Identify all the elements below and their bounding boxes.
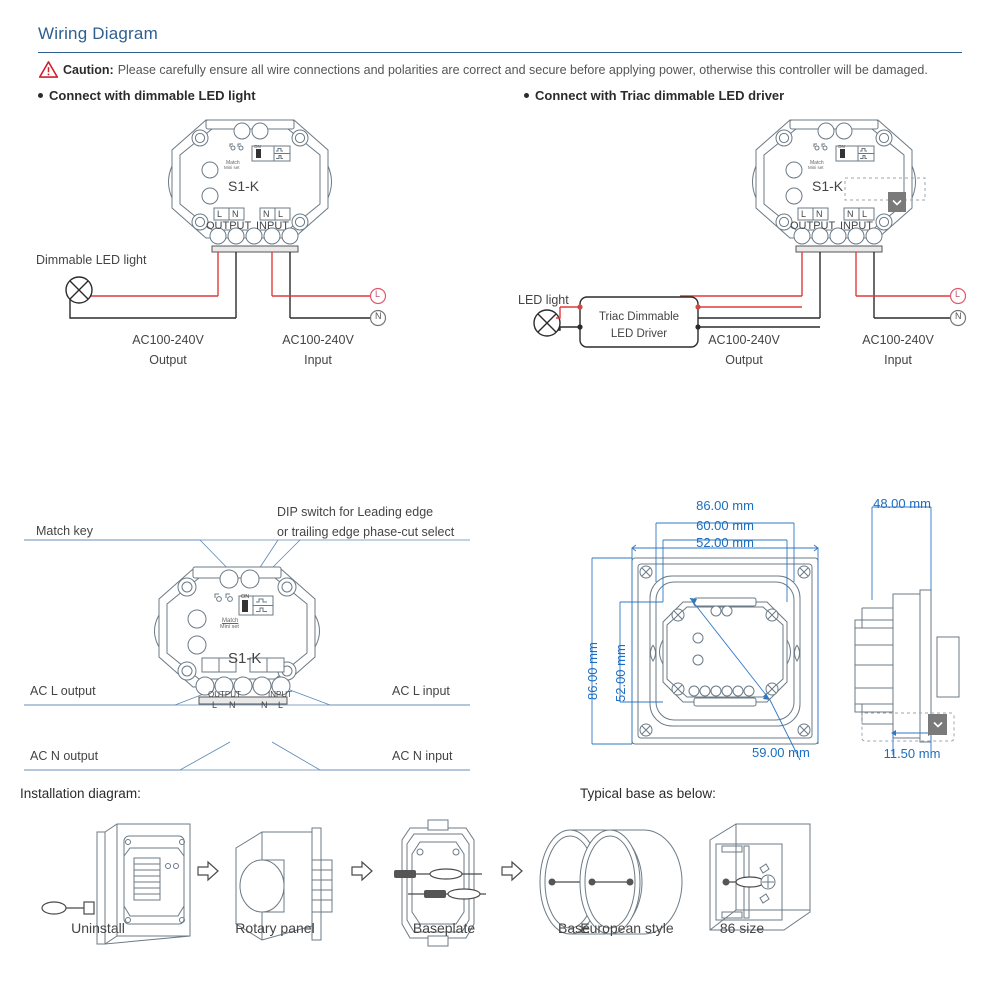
left-dip-match-label: Match	[226, 160, 240, 166]
right-dip-match-sub: Mini set	[808, 165, 824, 170]
dim-depth-total: 48.00 mm	[873, 496, 931, 511]
right-output-terminal-l: L	[801, 209, 807, 219]
left-input-group: INPUT	[256, 220, 289, 232]
warning-triangle-icon	[38, 61, 59, 78]
page-title: Wiring Diagram	[38, 24, 158, 43]
left-input-caption-2: Input	[304, 353, 332, 367]
right-dip-match-label: Match	[810, 160, 824, 166]
right-output-caption-1: AC100-240V	[708, 333, 780, 347]
callout-ac-n-output: AC N output	[30, 749, 99, 763]
left-device-model: S1-K	[228, 178, 260, 194]
right-input-group: INPUT	[840, 220, 873, 232]
left-output-caption-1: AC100-240V	[132, 333, 204, 347]
right-output-terminal-n: N	[816, 209, 823, 219]
right-output-group: OUTPUT	[790, 220, 836, 232]
chevron-down-icon	[932, 721, 943, 728]
callout-output-group: OUTPUT	[208, 690, 241, 699]
arrow-right-icon	[197, 860, 219, 882]
callout-input-terminal-n: N	[261, 700, 268, 710]
callout-output-terminal-n: N	[229, 700, 236, 710]
caution-text: Please carefully ensure all wire connect…	[117, 62, 928, 77]
wiring-right-heading: Connect with Triac dimmable LED driver	[524, 88, 784, 103]
callout-device-model: S1-K	[228, 650, 262, 667]
callout-input-terminal-l: L	[278, 700, 284, 710]
right-output-caption-2: Output	[725, 353, 763, 367]
left-input-terminal-n: N	[263, 209, 270, 219]
right-input-terminal-n: N	[847, 209, 854, 219]
right-input-terminal-l: L	[862, 209, 868, 219]
left-output-group: OUTPUT	[206, 220, 252, 232]
callout-dip-on-label: ON	[241, 594, 250, 600]
typical-base-label-1: 86 size	[719, 920, 765, 936]
typical-base-title: Typical base as below:	[580, 786, 716, 801]
title-divider	[38, 52, 962, 53]
left-load-label: Dimmable LED light	[36, 253, 147, 267]
callout-dip-note-2: or trailing edge phase-cut select	[277, 525, 455, 539]
arrow-right-icon	[351, 860, 373, 882]
wiring-left-heading: Connect with dimmable LED light	[38, 88, 256, 103]
install-step-label-0: Uninstall	[71, 920, 125, 936]
left-output-terminal-l: L	[217, 209, 223, 219]
lamp-symbol-right	[533, 307, 561, 337]
chevron-down-icon	[892, 199, 902, 206]
right-input-caption-2: Input	[884, 353, 912, 367]
left-dip-on-label: ON	[254, 144, 261, 149]
driver-label-line2: LED Driver	[610, 328, 668, 340]
right-mains-neutral: N	[955, 311, 962, 321]
side-view-dropdown-button[interactable]	[928, 714, 947, 735]
dim-height-inner: 52.00 mm	[613, 644, 628, 702]
left-input-terminal-l: L	[278, 209, 284, 219]
dim-height-outer: 86.00 mm	[585, 642, 600, 700]
dim-width-mid: 60.00 mm	[696, 518, 754, 533]
device-dropdown-button[interactable]	[888, 192, 906, 212]
left-mains-live: L	[375, 289, 381, 299]
callout-ac-l-input: AC L input	[392, 684, 450, 698]
callout-output-terminal-l: L	[212, 700, 218, 710]
callout-input-group: INPUT	[268, 690, 292, 699]
right-mains-live: L	[955, 289, 961, 299]
callout-dip-note-1: DIP switch for Leading edge	[277, 505, 434, 519]
left-output-caption-2: Output	[149, 353, 187, 367]
lamp-symbol-left	[65, 276, 93, 304]
caution-notice: Caution: Please carefully ensure all wir…	[38, 60, 968, 79]
left-input-caption-1: AC100-240V	[282, 333, 354, 347]
typical-base-label-0: European style	[580, 920, 674, 936]
dim-diagonal: 59.00 mm	[752, 745, 810, 760]
dim-width-inner: 52.00 mm	[696, 535, 754, 550]
installation-title: Installation diagram:	[20, 786, 141, 801]
left-mains-neutral: N	[375, 311, 382, 321]
callout-dip-match-label: Match	[222, 618, 239, 624]
install-step-label-1: Rotary panel	[235, 920, 315, 936]
callout-match-key: Match key	[36, 524, 93, 538]
left-output-terminal-n: N	[232, 209, 239, 219]
dim-depth-front: 11.50 mm	[883, 746, 941, 761]
right-load-label: LED light	[518, 293, 569, 307]
install-step-label-2: Baseplate	[412, 920, 476, 936]
caution-label: Caution:	[63, 62, 114, 77]
arrow-right-icon	[501, 860, 523, 882]
right-device-model: S1-K	[812, 178, 844, 194]
dim-width-outer: 86.00 mm	[696, 498, 754, 513]
right-dip-on-label: ON	[838, 144, 845, 149]
left-dip-match-sub: Mini set	[224, 165, 240, 170]
callout-dip-match-sub: Mini set	[220, 624, 239, 630]
right-input-caption-1: AC100-240V	[862, 333, 934, 347]
callout-ac-n-input: AC N input	[392, 749, 453, 763]
callout-ac-l-output: AC L output	[30, 684, 96, 698]
driver-label-line1: Triac Dimmable	[598, 311, 680, 323]
